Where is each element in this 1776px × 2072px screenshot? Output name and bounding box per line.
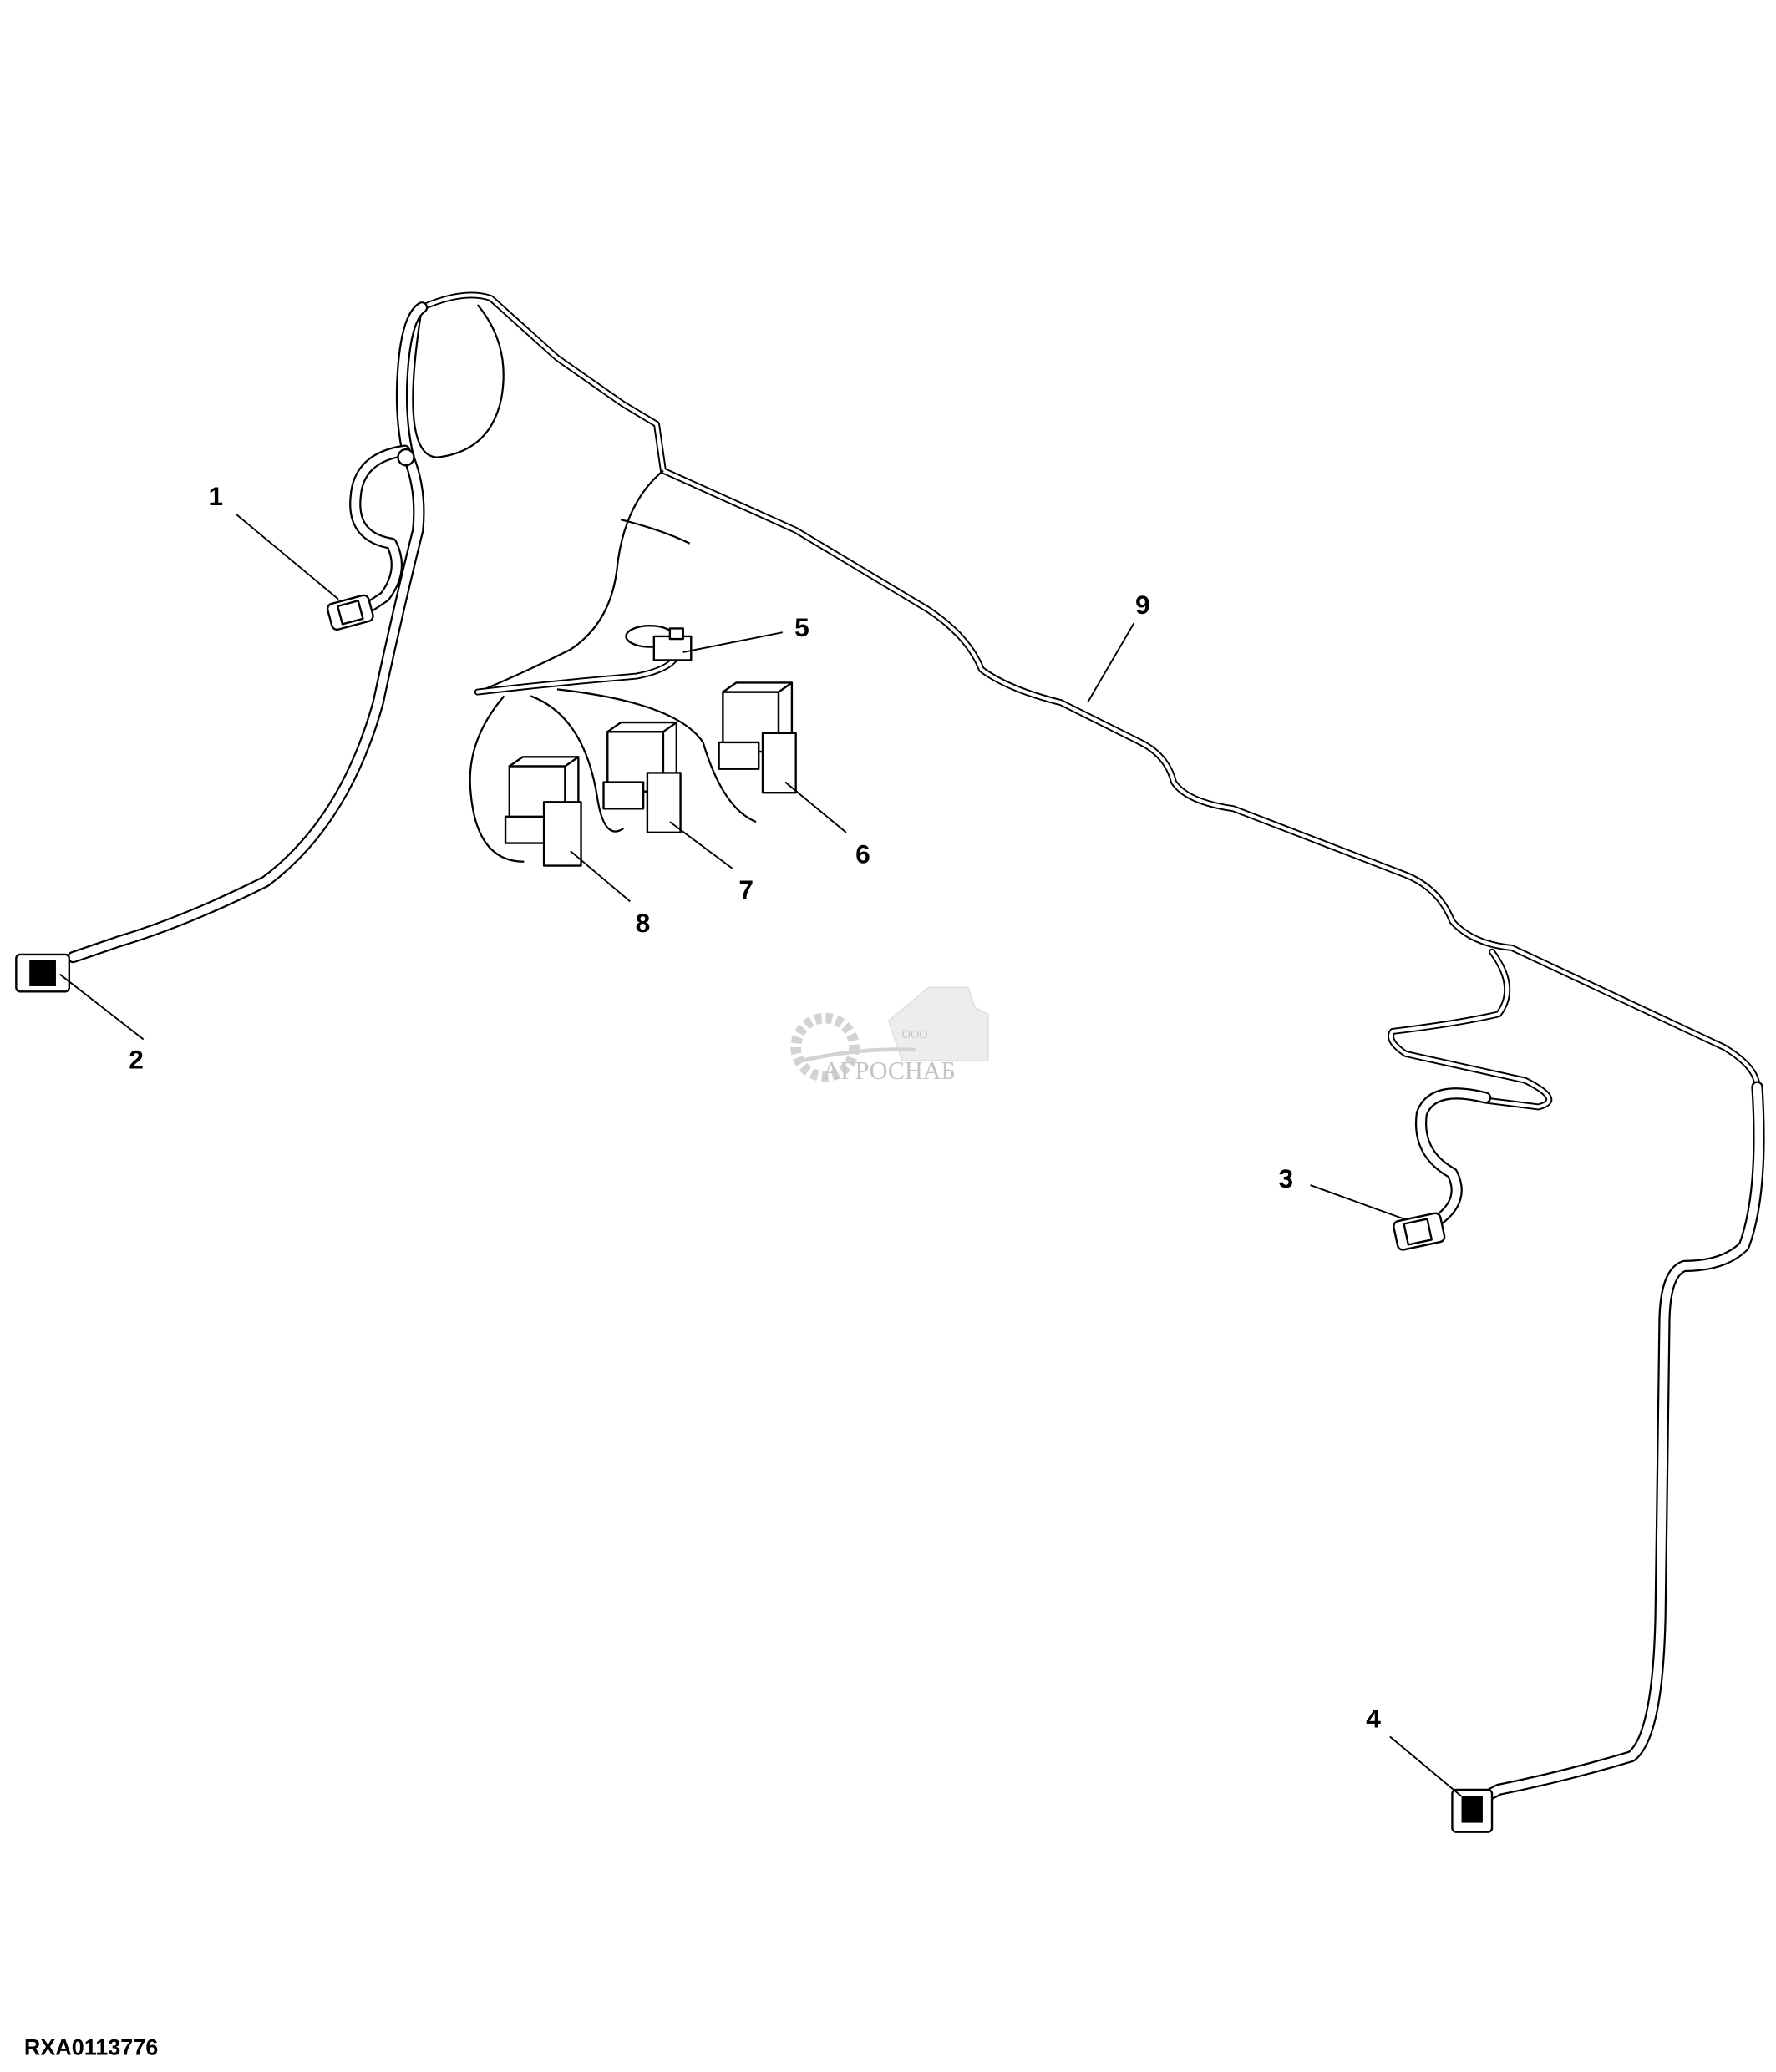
- agrosnab-watermark: ООО АГРОСНАБ: [790, 986, 989, 1085]
- main-harness-trunk: [412, 291, 1761, 1091]
- left-harness-branch: [67, 301, 429, 964]
- callout-3: 3: [1278, 1163, 1293, 1193]
- callout-7: 7: [738, 874, 754, 904]
- callout-4: 4: [1366, 1703, 1381, 1733]
- callout-5: 5: [794, 612, 809, 642]
- connector-5: [652, 627, 693, 661]
- connector-2: [15, 953, 71, 993]
- callout-1: 1: [208, 481, 223, 511]
- relay-6: [718, 681, 797, 794]
- callout-6: 6: [855, 838, 870, 869]
- figure-code: RXA0113776: [24, 2034, 158, 2059]
- connector-4: [1451, 1788, 1494, 1833]
- connector-1: [326, 594, 374, 631]
- relay-cluster-wiring: [469, 625, 757, 863]
- watermark-prefix: ООО: [902, 1028, 928, 1041]
- callout-8: 8: [636, 908, 651, 938]
- callout-9: 9: [1135, 590, 1150, 620]
- relay-7: [602, 721, 682, 834]
- right-harness-branch: [1388, 948, 1765, 1806]
- connector-3: [1393, 1212, 1446, 1251]
- relay-8: [504, 756, 582, 867]
- leader-lines: [59, 514, 1463, 1797]
- callout-2: 2: [129, 1044, 144, 1074]
- watermark-name: АГРОСНАБ: [822, 1056, 955, 1085]
